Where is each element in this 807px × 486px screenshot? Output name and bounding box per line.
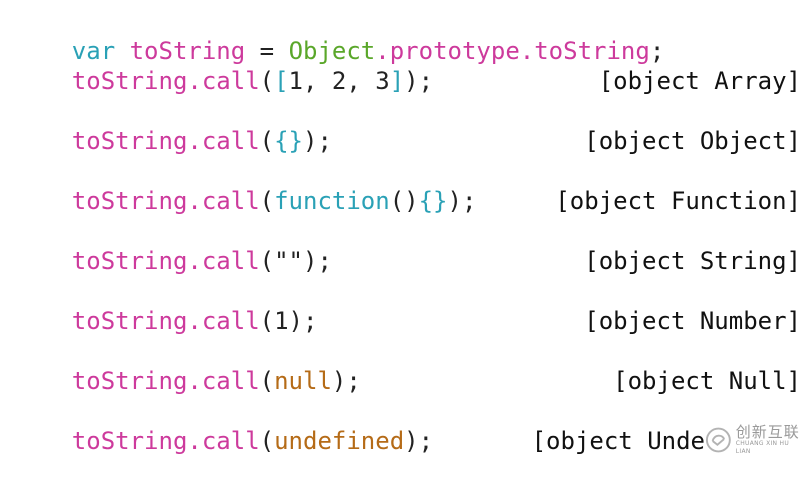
watermark-text: 创新互联 CHUANG XIN HU LIAN — [736, 424, 803, 456]
identifier: toString — [129, 37, 246, 65]
space — [115, 37, 129, 65]
paren-open: ( — [259, 187, 275, 215]
call-expression: toString.call — [71, 307, 260, 335]
call-expression: toString.call — [71, 367, 260, 395]
paren-open: ( — [259, 127, 275, 155]
code-snippet: var toString = Object.prototype.toString… — [14, 6, 801, 456]
call-expression: toString.call — [71, 187, 260, 215]
paren-close: ); — [447, 187, 477, 215]
semicolon: ; — [649, 37, 665, 65]
code-line-3: toString.call({}); — [14, 96, 801, 155]
paren-open: ( — [259, 307, 275, 335]
code-line-6: toString.call(1); — [14, 276, 801, 335]
watermark-subtitle: CHUANG XIN HU LIAN — [735, 440, 790, 455]
paren-close: ); — [288, 307, 318, 335]
output-line-array: [object Array] — [598, 67, 801, 95]
code-line-5: toString.call(""); — [14, 216, 801, 275]
array-items: 1, 2, 3 — [288, 67, 390, 95]
logo-icon — [705, 427, 731, 453]
paren-close: ); — [404, 67, 434, 95]
bracket-open: [ — [274, 67, 289, 95]
brace-open: { — [274, 127, 289, 155]
function-keyword: function — [274, 187, 390, 215]
call-expression: toString.call — [71, 427, 260, 455]
call-expression: toString.call — [71, 127, 260, 155]
watermark: 创新互联 CHUANG XIN HU LIAN — [705, 423, 803, 457]
params: () — [389, 187, 419, 215]
paren-open: ( — [259, 67, 275, 95]
dot: . — [375, 37, 390, 65]
watermark-title: 创新互联 — [735, 423, 800, 441]
paren-open: ( — [259, 367, 275, 395]
bracket-close: ] — [389, 67, 405, 95]
brace-open: { — [418, 187, 434, 215]
paren-open: ( — [259, 427, 275, 455]
output-line-number: [object Number] — [584, 307, 801, 335]
paren-close: ); — [331, 367, 361, 395]
property: toString — [534, 37, 650, 65]
global-object: Object — [288, 37, 376, 65]
code-line-7: toString.call(null); — [14, 336, 801, 395]
brace-close: } — [288, 127, 303, 155]
output-line-string: [object String] — [584, 247, 801, 275]
output-line-undefined: [object Unde — [531, 427, 705, 455]
paren-close: ); — [303, 247, 332, 275]
property: prototype — [389, 37, 520, 65]
paren-close: ); — [303, 127, 332, 155]
paren-close: ); — [404, 427, 434, 455]
keyword: var — [71, 37, 116, 65]
code-line-8: toString.call(undefined); — [14, 396, 801, 455]
paren-open: ( — [259, 247, 275, 275]
dot: . — [519, 37, 535, 65]
code-line-2: toString.call([1, 2, 3]); — [14, 36, 801, 95]
call-expression: toString.call — [71, 67, 260, 95]
output-line-function: [object Function] — [555, 187, 801, 215]
output-line-null: [object Null] — [613, 367, 801, 395]
assign-operator: = — [245, 37, 289, 65]
null-literal: null — [274, 367, 332, 395]
output-line-object: [object Object] — [584, 127, 801, 155]
call-expression: toString.call — [71, 247, 260, 275]
undefined-literal: undefined — [274, 427, 405, 455]
code-line-1: var toString = Object.prototype.toString… — [14, 6, 801, 65]
brace-close: } — [433, 187, 448, 215]
code-line-4: toString.call(function(){}); — [14, 156, 801, 215]
number-literal: 1 — [274, 307, 289, 335]
string-literal: "" — [274, 247, 303, 275]
